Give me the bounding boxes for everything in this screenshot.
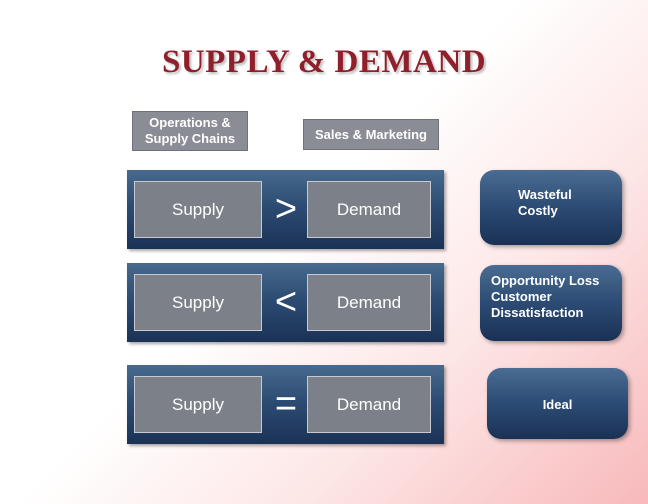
operations-header-line-2: Supply Chains [144, 131, 236, 146]
comparison-row-less: Supply < Demand [127, 263, 444, 342]
result-opportunity-loss: Opportunity Loss Customer Dissatisfactio… [480, 265, 622, 341]
result-line: Opportunity Loss [491, 273, 600, 288]
result-line: Customer [491, 289, 552, 304]
supply-box: Supply [134, 181, 262, 238]
supply-box: Supply [134, 274, 262, 331]
less-than-operator: < [274, 281, 298, 323]
demand-box: Demand [307, 376, 431, 433]
demand-box: Demand [307, 274, 431, 331]
operations-supply-chains-header: Operations & Supply Chains [132, 111, 248, 151]
result-line: Wasteful [518, 187, 572, 202]
greater-than-operator: > [274, 188, 298, 230]
result-wasteful-costly: Wasteful Costly [480, 170, 622, 245]
comparison-row-greater: Supply > Demand [127, 170, 444, 249]
comparison-row-equal: Supply = Demand [127, 365, 444, 444]
result-line: Costly [518, 203, 558, 218]
equals-operator: = [274, 383, 298, 425]
result-line: Dissatisfaction [491, 305, 584, 320]
slide-title: SUPPLY & DEMAND [161, 44, 487, 80]
result-ideal: Ideal [487, 368, 628, 439]
supply-box: Supply [134, 376, 262, 433]
sales-marketing-header: Sales & Marketing [303, 119, 439, 150]
demand-box: Demand [307, 181, 431, 238]
result-line: Ideal [542, 397, 573, 412]
operations-header-line-1: Operations & [149, 115, 231, 130]
